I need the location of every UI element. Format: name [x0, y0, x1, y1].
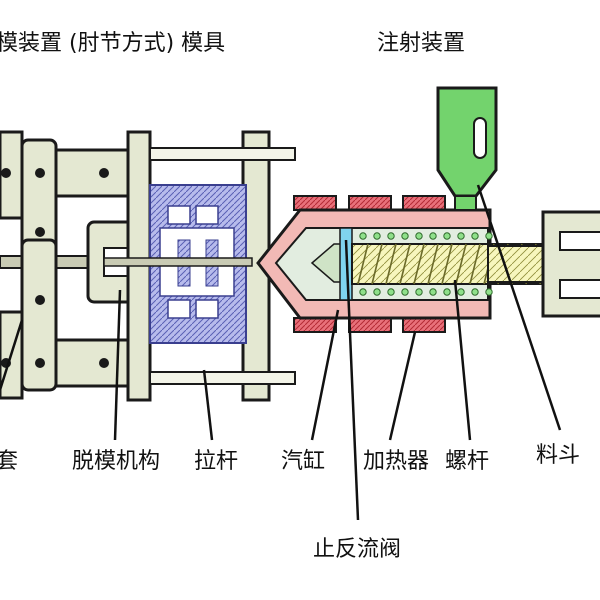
injection-unit-title: 注射装置 [377, 31, 465, 56]
label-screw: 螺杆 [445, 449, 489, 474]
label-tie-rod: 拉杆 [194, 449, 238, 474]
injection-unit [256, 195, 553, 333]
label-check-valve: 止反流阀 [313, 537, 401, 562]
cylinder-port [559, 279, 600, 299]
screw-flight [385, 243, 397, 285]
screw-flight [357, 243, 369, 285]
resin-pellet [373, 232, 381, 240]
heater-band [348, 195, 392, 211]
resin-pellet [415, 288, 423, 296]
leader-heater [388, 331, 417, 441]
pivot-pin [35, 168, 45, 178]
resin-pellet [443, 288, 451, 296]
resin-pellet [429, 232, 437, 240]
resin-pellet [415, 232, 423, 240]
mold-cavity [195, 205, 219, 225]
resin-pellet [373, 288, 381, 296]
screw-flight [427, 243, 439, 285]
leader-hopper [476, 184, 562, 431]
toggle-arm-lower [20, 238, 58, 392]
resin-pellet [485, 232, 493, 240]
hopper [436, 86, 498, 198]
label-cylinder: 汽缸 [281, 449, 325, 474]
resin-pellet [387, 288, 395, 296]
heater-band [293, 195, 337, 211]
resin-pellet [457, 288, 465, 296]
resin-pellet [401, 232, 409, 240]
screw-shank [487, 245, 549, 283]
label-hopper: 料斗 [536, 443, 580, 468]
resin-pellet [429, 288, 437, 296]
pivot-pin [35, 358, 45, 368]
leader-cylinder [310, 309, 340, 441]
heater-band [402, 195, 446, 211]
heater-band [402, 317, 446, 333]
hopper-window [473, 117, 487, 159]
leader-sleeve [0, 319, 24, 391]
pivot-pin [1, 168, 11, 178]
heater-band [348, 317, 392, 333]
screw-flight [441, 243, 453, 285]
screw-flight [413, 243, 425, 285]
mold-cavity [167, 205, 191, 225]
resin-pellet [401, 288, 409, 296]
cylinder-port [559, 231, 600, 251]
mold-cavity [167, 299, 191, 319]
resin-pellet [387, 232, 395, 240]
pivot-pin [99, 358, 109, 368]
pivot-pin [35, 227, 45, 237]
resin-pellet [359, 288, 367, 296]
leader-screw [453, 279, 472, 441]
tie-rod-upper [149, 147, 296, 161]
leader-lines [0, 184, 562, 521]
leader-tie-rod [202, 369, 214, 441]
label-sleeve: 套 [0, 449, 18, 474]
pivot-pin [99, 168, 109, 178]
resin-pellet [457, 232, 465, 240]
resin-pellet [471, 288, 479, 296]
hopper-throat [454, 195, 477, 211]
heater-band [293, 317, 337, 333]
mold-cavity [195, 299, 219, 319]
label-heater: 加热器 [363, 449, 429, 474]
tie-rod-lower [149, 371, 296, 385]
leader-ejector [113, 289, 122, 441]
resin-pellet [471, 232, 479, 240]
ejector-rod [103, 257, 253, 267]
resin-pellet [485, 288, 493, 296]
label-ejector: 脱模机构 [72, 449, 160, 474]
clamp-unit-title: 模装置 (肘节方式) 模具 [0, 31, 225, 56]
leader-check-valve [344, 239, 360, 521]
screw-flight [371, 243, 383, 285]
screw-flight [455, 243, 467, 285]
screw-flight [399, 243, 411, 285]
hydraulic-cylinder [541, 210, 600, 318]
resin-pellet [443, 232, 451, 240]
pivot-pin [35, 295, 45, 305]
screw-flight [469, 243, 481, 285]
resin-pellet [359, 232, 367, 240]
